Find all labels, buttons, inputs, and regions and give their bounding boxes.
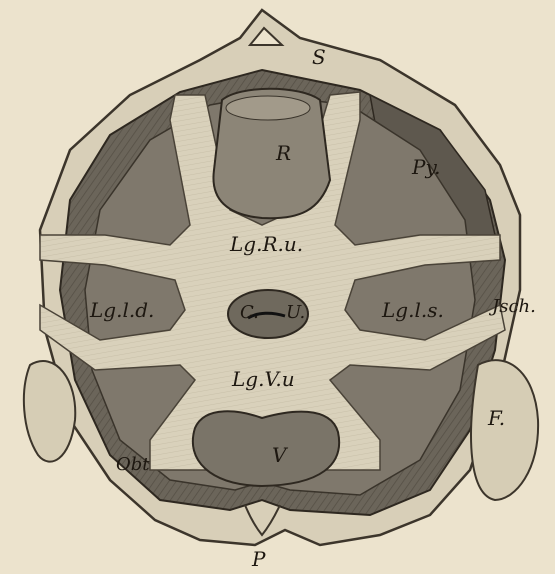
bladder-organ bbox=[193, 411, 339, 486]
rectum-lumen bbox=[226, 96, 310, 120]
label-rectum: R bbox=[275, 141, 291, 165]
label-lig-lat-sin: Lg.l.s. bbox=[381, 298, 444, 322]
label-lig-lat-dext: Lg.l.d. bbox=[89, 298, 154, 322]
label-perineum: P bbox=[251, 547, 266, 571]
label-symphysis: S bbox=[312, 45, 326, 69]
label-bladder: V bbox=[272, 443, 289, 467]
label-cervix: C. bbox=[240, 302, 259, 323]
label-femur: F. bbox=[487, 406, 505, 430]
label-lig-recto-uterinum: Lg.R.u. bbox=[229, 232, 303, 256]
label-uterus: U. bbox=[286, 302, 305, 323]
label-obturator: Obt bbox=[116, 454, 150, 475]
label-lig-vesico-uterinum: Lg.V.u bbox=[231, 367, 295, 391]
label-ischium: Jsch. bbox=[488, 296, 536, 317]
right-femur-head bbox=[471, 360, 538, 500]
label-pyriformis: Py. bbox=[411, 155, 440, 179]
